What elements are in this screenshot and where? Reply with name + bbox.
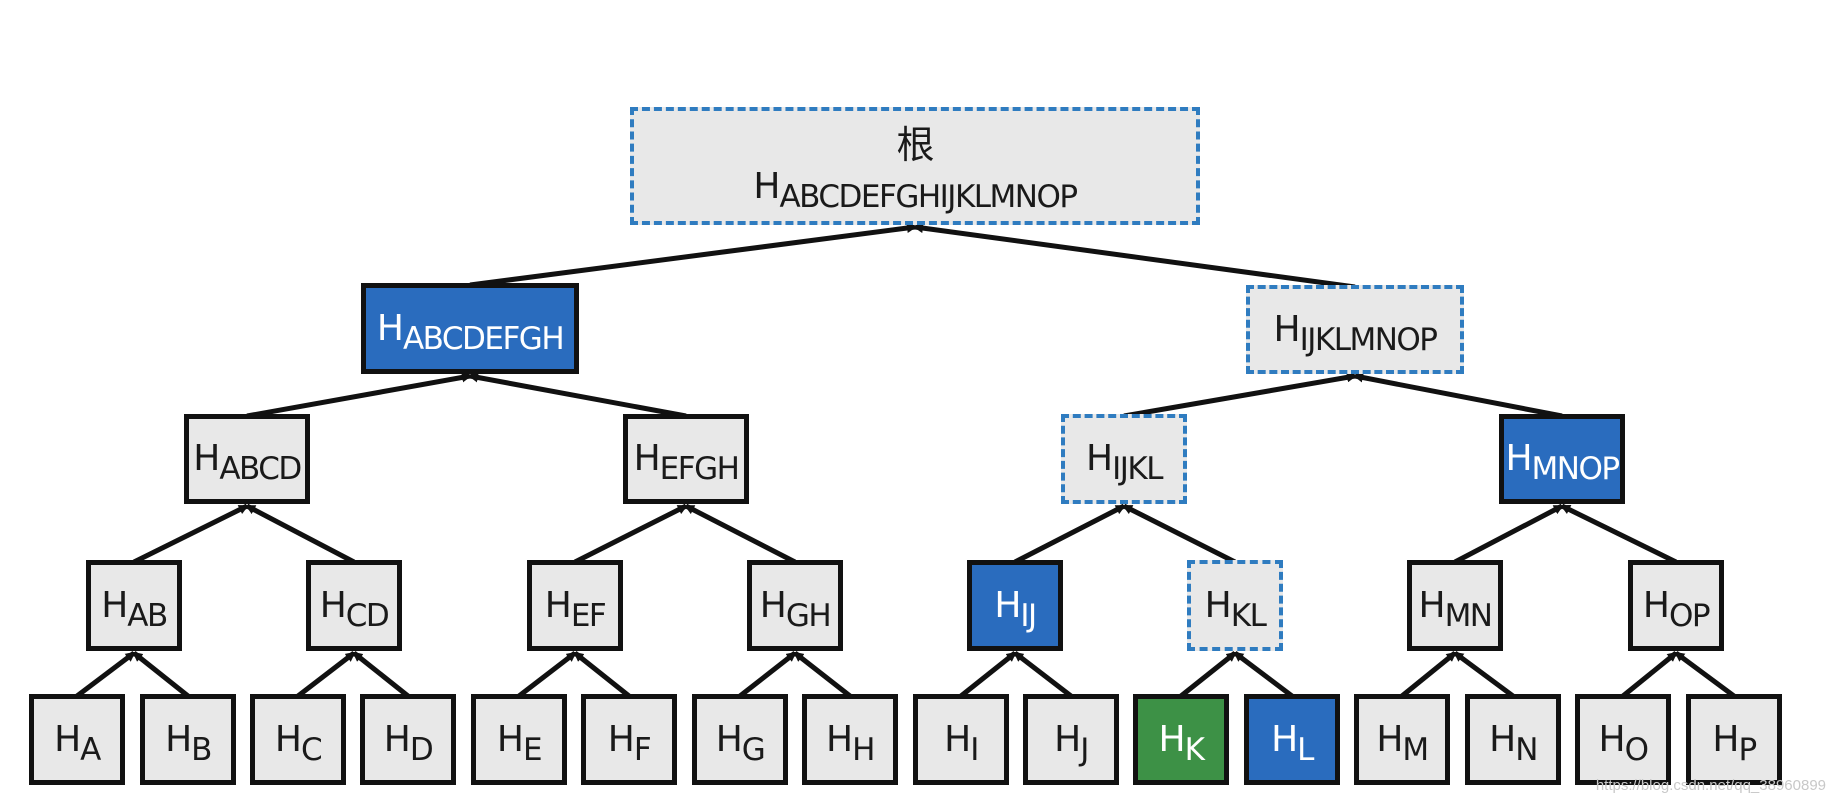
hash-leaf-e: HE — [471, 694, 567, 785]
edge-d-to-cd — [352, 651, 410, 698]
edge-op-to-mnop — [1560, 503, 1678, 565]
hash-node-ij: HIJ — [967, 560, 1063, 651]
hash-leaf-n: HN — [1465, 694, 1561, 785]
edge-abcdefgh-to-root — [469, 223, 917, 288]
hash-node-ab: HAB — [86, 560, 182, 651]
hash-leaf-o: HO — [1575, 694, 1671, 785]
edge-cd-to-abcd — [245, 503, 356, 565]
hash-leaf-b: HB — [140, 694, 236, 785]
hash-leaf-d: HD — [360, 694, 456, 785]
hash-leaf-f: HF — [581, 694, 677, 785]
edge-efgh-to-abcdefgh — [468, 372, 687, 419]
edge-kl-to-ijkl — [1122, 503, 1237, 565]
hash-node-op: HOP — [1628, 560, 1724, 651]
hash-leaf-i: HI — [913, 694, 1009, 785]
hash-node-mnop: HMNOP — [1499, 414, 1625, 504]
edge-p-to-op — [1674, 650, 1736, 699]
hash-node-kl: HKL — [1187, 560, 1283, 651]
edge-ij-to-ijkl — [1013, 503, 1126, 565]
hash-node-abcdefgh: HABCDEFGH — [361, 283, 579, 374]
hash-node-gh: HGH — [747, 560, 843, 651]
edge-a-to-ab — [75, 651, 136, 698]
edge-ab-to-abcd — [132, 503, 249, 565]
edge-mn-to-mnop — [1453, 503, 1564, 565]
edge-m-to-mn — [1400, 651, 1457, 698]
edge-n-to-mn — [1453, 650, 1515, 699]
edge-ijkl-to-ijklmnop — [1123, 372, 1357, 419]
edge-g-to-gh — [738, 651, 797, 698]
hash-leaf-m: HM — [1354, 694, 1450, 785]
edge-e-to-ef — [517, 651, 577, 698]
edge-i-to-ij — [959, 651, 1017, 698]
hash-leaf-c: HC — [250, 694, 346, 785]
hash-leaf-h: HH — [802, 694, 898, 785]
hash-node-ef: HEF — [527, 560, 623, 651]
edge-b-to-ab — [132, 651, 190, 698]
hash-leaf-j: HJ — [1023, 694, 1119, 785]
root-hash-label: HABCDEFGHIJKLMNOP — [753, 166, 1078, 216]
hash-node-mn: HMN — [1407, 560, 1503, 651]
hash-node-ijkl: HIJKL — [1061, 414, 1187, 504]
edge-abcd-to-abcdefgh — [246, 372, 472, 419]
edge-f-to-ef — [573, 651, 631, 698]
hash-node-efgh: HEFGH — [623, 414, 749, 504]
hash-leaf-l: HL — [1244, 694, 1340, 785]
edge-k-to-kl — [1179, 651, 1237, 698]
hash-leaf-p: HP — [1686, 694, 1782, 785]
edge-ijklmnop-to-root — [913, 223, 1356, 290]
edge-c-to-cd — [296, 651, 356, 698]
hash-node-ijklmnop: HIJKLMNOP — [1246, 285, 1464, 374]
edge-mnop-to-ijklmnop — [1353, 372, 1563, 419]
edge-o-to-op — [1621, 651, 1678, 698]
root-label: 根 — [896, 123, 934, 168]
hash-leaf-g: HG — [692, 694, 788, 785]
hash-leaf-a: HA — [29, 694, 125, 785]
hash-leaf-k: HK — [1133, 694, 1229, 785]
watermark-text: https://blog.csdn.net/qq_38960899 — [1595, 777, 1826, 794]
edge-l-to-kl — [1233, 651, 1294, 698]
edge-gh-to-efgh — [684, 503, 797, 565]
hash-node-cd: HCD — [306, 560, 402, 651]
edge-j-to-ij — [1013, 651, 1073, 698]
edge-ef-to-efgh — [573, 503, 688, 565]
root-node: 根 HABCDEFGHIJKLMNOP — [630, 107, 1200, 225]
edge-h-to-gh — [793, 651, 852, 698]
hash-node-abcd: HABCD — [184, 414, 310, 504]
